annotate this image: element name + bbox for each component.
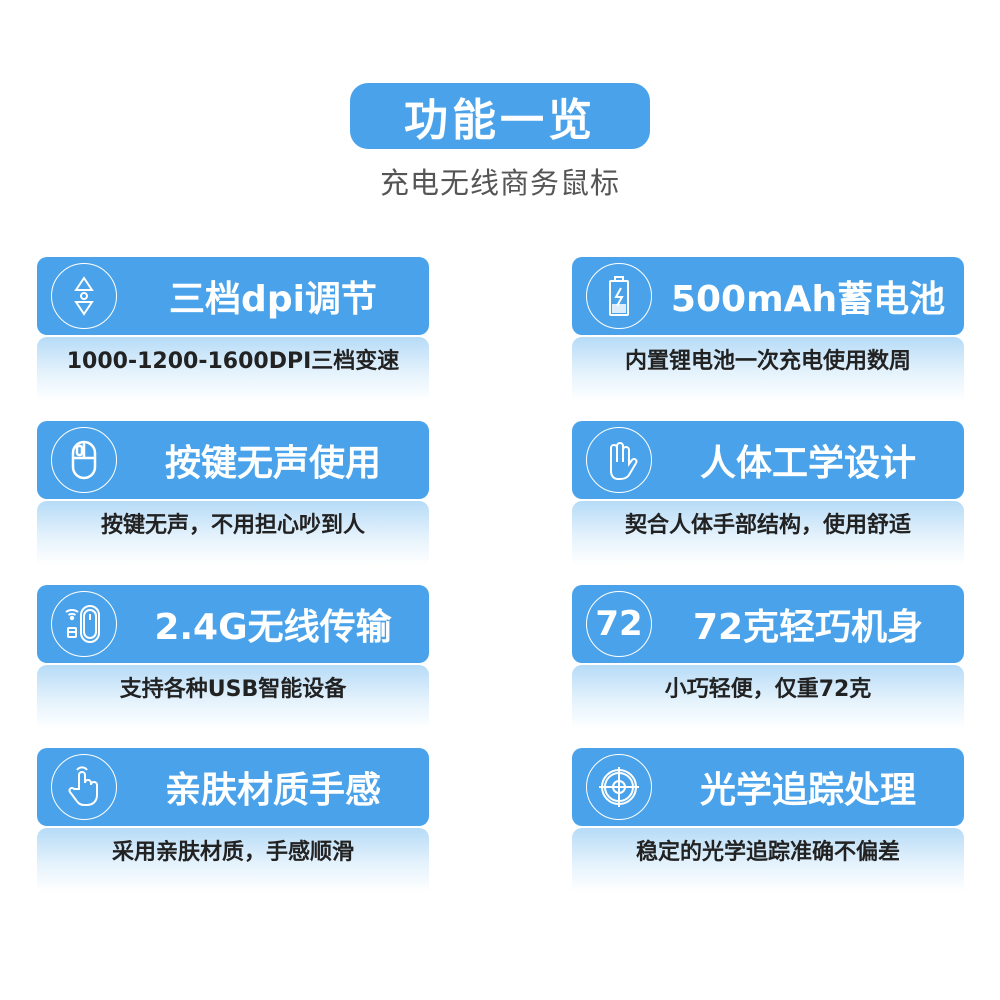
feature-card-silent: 按键无声使用 按键无声，不用担心吵到人 [37, 421, 429, 565]
feature-title: 2.4G无线传输 [154, 607, 392, 648]
feature-header: 500mAh蓄电池 [572, 257, 964, 335]
feature-card-weight: 72 72克轻巧机身 小巧轻便，仅重72克 [572, 585, 964, 729]
feature-desc: 支持各种USB智能设备 [37, 665, 429, 729]
weight-72-icon: 72 [586, 591, 652, 657]
feature-card-ergonomic: 人体工学设计 契合人体手部结构，使用舒适 [572, 421, 964, 565]
weight-72-label: 72 [595, 604, 643, 644]
feature-header: 按键无声使用 [37, 421, 429, 499]
wireless-mouse-icon [51, 591, 117, 657]
feature-title: 人体工学设计 [699, 443, 916, 484]
feature-card-material: 亲肤材质手感 采用亲肤材质，手感顺滑 [37, 748, 429, 892]
feature-title: 光学追踪处理 [699, 770, 916, 811]
feature-title: 72克轻巧机身 [692, 607, 924, 648]
feature-header: 人体工学设计 [572, 421, 964, 499]
mouse-icon [51, 427, 117, 493]
feature-card-tracking: 光学追踪处理 稳定的光学追踪准确不偏差 [572, 748, 964, 892]
feature-header: 72 72克轻巧机身 [572, 585, 964, 663]
feature-desc: 采用亲肤材质，手感顺滑 [37, 828, 429, 892]
feature-desc: 内置锂电池一次充电使用数周 [572, 337, 964, 401]
feature-header: 亲肤材质手感 [37, 748, 429, 826]
feature-title: 亲肤材质手感 [164, 770, 381, 811]
crosshair-icon [586, 754, 652, 820]
feature-card-wireless: 2.4G无线传输 支持各种USB智能设备 [37, 585, 429, 729]
feature-desc: 按键无声，不用担心吵到人 [37, 501, 429, 565]
feature-desc: 契合人体手部结构，使用舒适 [572, 501, 964, 565]
feature-card-dpi: 三档dpi调节 1000-1200-1600DPI三档变速 [37, 257, 429, 401]
feature-card-battery: 500mAh蓄电池 内置锂电池一次充电使用数周 [572, 257, 964, 401]
feature-desc: 1000-1200-1600DPI三档变速 [37, 337, 429, 401]
feature-title: 500mAh蓄电池 [670, 279, 946, 320]
feature-header: 光学追踪处理 [572, 748, 964, 826]
feature-header: 三档dpi调节 [37, 257, 429, 335]
battery-icon [586, 263, 652, 329]
feature-desc: 小巧轻便，仅重72克 [572, 665, 964, 729]
dpi-arrows-icon [51, 263, 117, 329]
feature-title: 按键无声使用 [164, 443, 381, 484]
feature-desc: 稳定的光学追踪准确不偏差 [572, 828, 964, 892]
page-subtitle: 充电无线商务鼠标 [379, 166, 620, 200]
touch-finger-icon [51, 754, 117, 820]
feature-title: 三档dpi调节 [169, 279, 377, 320]
hand-icon [586, 427, 652, 493]
feature-header: 2.4G无线传输 [37, 585, 429, 663]
page-title: 功能一览 [350, 83, 650, 149]
